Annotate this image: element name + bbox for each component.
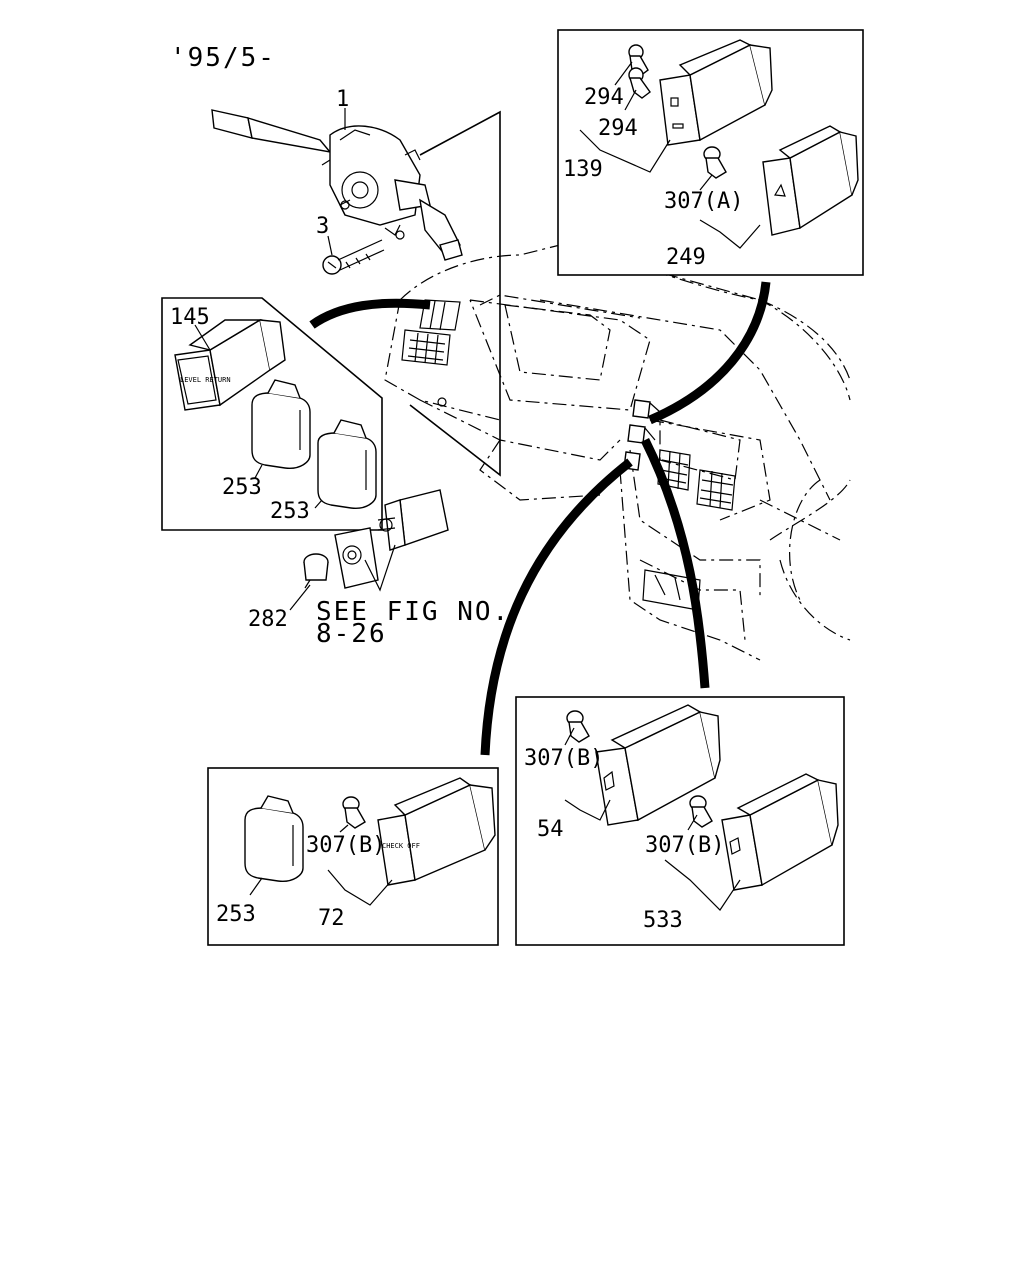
header-code: '95/5-	[170, 43, 276, 73]
connector-bottom-right	[640, 437, 710, 689]
rheostat-leader	[364, 544, 396, 592]
leader-253c	[249, 877, 263, 896]
bulb-307b-left	[342, 796, 366, 829]
connector-bottom-left	[480, 458, 633, 756]
screw	[322, 239, 385, 275]
leader-533	[664, 859, 741, 911]
label-307b-top: 307(B)	[524, 746, 603, 771]
switch-72: CHECK OFF	[377, 777, 496, 886]
label-294-a: 294	[584, 85, 624, 110]
leader-307b-left	[339, 824, 349, 833]
level-return-text: LEVEL RETURN	[180, 376, 231, 384]
label-1: 1	[336, 87, 349, 112]
leader-3	[327, 235, 333, 256]
label-253-c: 253	[216, 902, 256, 927]
see-fig-line2: 8-26	[316, 619, 387, 649]
switch-54	[595, 704, 721, 826]
label-3: 3	[316, 214, 329, 239]
label-54: 54	[537, 817, 564, 842]
combination-switch	[211, 109, 463, 261]
leader-307b-bottom	[687, 814, 698, 831]
connector-top-right	[648, 281, 771, 425]
label-282: 282	[248, 607, 288, 632]
dash-callout-lines	[409, 110, 501, 477]
leader-307b-top	[564, 727, 575, 746]
label-307b-bottom: 307(B)	[645, 833, 724, 858]
leader-253a	[254, 464, 263, 479]
leader-54	[564, 799, 611, 821]
leader-307a	[699, 174, 713, 191]
left-vent	[401, 329, 451, 366]
label-145: 145	[170, 305, 210, 330]
leader-294a	[614, 61, 633, 86]
label-249: 249	[666, 245, 706, 270]
switch-533	[721, 773, 839, 891]
leader-249	[699, 219, 761, 249]
bulb-307a	[703, 146, 727, 179]
label-533: 533	[643, 908, 683, 933]
check-off-text: CHECK OFF	[382, 842, 420, 850]
bulb-294-b	[628, 67, 651, 99]
switch-cover-b	[317, 419, 377, 510]
switch-cover-a	[251, 379, 311, 470]
label-139: 139	[563, 157, 603, 182]
label-307b-left: 307(B)	[306, 833, 385, 858]
bulb-282	[303, 553, 329, 589]
leader-294b	[624, 89, 637, 111]
level-return-switch: LEVEL RETURN	[174, 318, 286, 411]
connector-left	[309, 298, 431, 329]
leader-282	[289, 584, 311, 611]
dashboard-outline	[384, 244, 851, 661]
leader-253b	[314, 499, 323, 509]
bulb-307b-bottom	[689, 795, 713, 828]
leader-139	[579, 129, 671, 173]
see-fig-line1: SEE FIG NO.	[316, 597, 510, 627]
label-253-a: 253	[222, 475, 262, 500]
bulb-294-a	[628, 44, 649, 77]
switch-cover-c	[244, 795, 304, 883]
switch-249	[762, 125, 859, 236]
leader-145	[194, 324, 211, 351]
dash-switch-cluster-left	[419, 299, 461, 407]
rheostat-switch	[334, 489, 449, 589]
label-72: 72	[318, 906, 345, 931]
label-253-b: 253	[270, 499, 310, 524]
label-294-b: 294	[598, 116, 638, 141]
switch-139	[659, 39, 773, 146]
leader-72	[327, 869, 393, 906]
label-307a: 307(A)	[664, 189, 743, 214]
